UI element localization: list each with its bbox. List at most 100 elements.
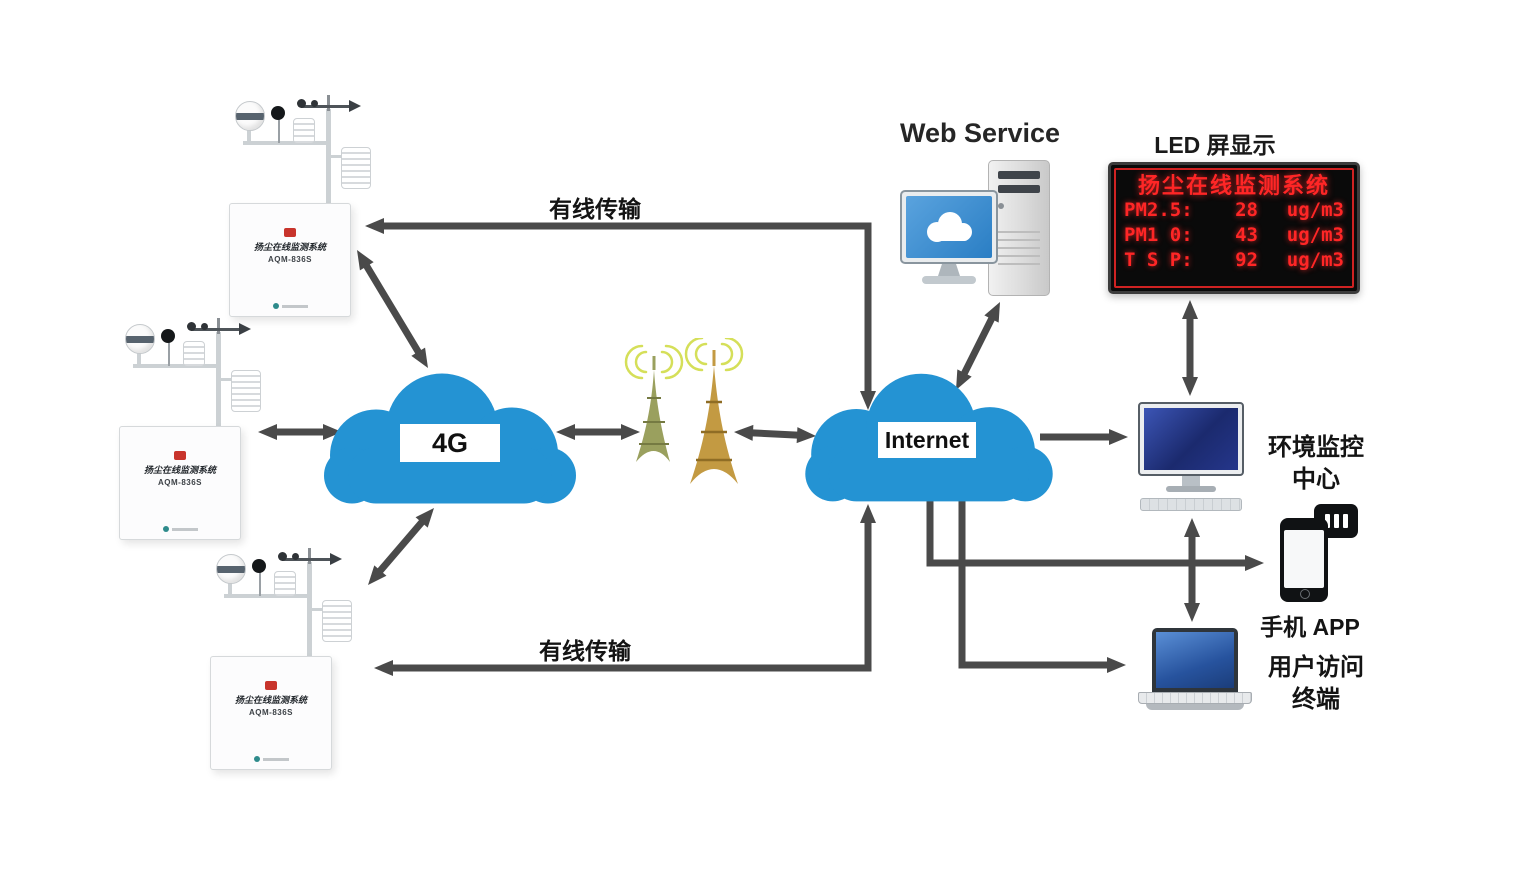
server-vent [998,231,1040,233]
footer-logo-icon [253,756,260,762]
noise-sensor-icon [271,106,285,120]
footer-bar [262,757,289,761]
server-vent [998,239,1040,241]
desktop-monitor-icon [1138,402,1244,476]
camera-lens [236,113,264,120]
led-metric-value: 92 [1235,249,1258,272]
anemometer-arm [301,105,355,108]
monitor-stand [1182,476,1200,486]
radiation-shield-small-icon [183,341,205,367]
side-arm [329,155,343,158]
mount-arm [224,594,310,598]
led-metric-name: PM1 0: [1124,224,1193,247]
keyboard-icon [1140,498,1242,511]
station-title: 扬尘在线监测系统 [143,465,216,475]
led-screen: 扬尘在线监测系统 PM2.5: 28 ug/m3 PM1 0: 43 ug/m3… [1114,168,1354,288]
led-metric-name: T S P: [1124,249,1193,272]
monitoring-center-label-line2: 中心 [1292,466,1340,494]
laptop-icon [1152,628,1238,692]
monitoring-station-3: 扬尘在线监测系统 AQM-836S [196,538,356,773]
anemometer-cup-icon [278,552,287,561]
sensor-stub [308,548,311,564]
footer-logo-icon [272,303,279,309]
station-model: AQM-836S [267,254,312,264]
mount-arm [243,141,329,145]
smartphone-icon [1280,518,1328,602]
cloud-icon [927,212,972,242]
sensor-pole [259,572,261,596]
ptz-camera-icon [216,554,246,584]
anemometer-arm [282,558,336,561]
mount-arm [133,364,219,368]
monitor-stand [938,264,960,276]
led-row: PM2.5: 28 ug/m3 [1124,198,1344,223]
mast-pole [307,562,312,658]
wind-vane-icon [349,100,361,112]
radiation-shield-large-icon [322,600,352,642]
led-header-text: 扬尘在线监测系统 [1137,173,1330,198]
camera-lens [217,566,245,573]
anemometer-arm [191,328,245,331]
phone-app-label: 手机 APP [1260,614,1360,640]
phone-screen [1284,530,1324,588]
footer-bar [281,304,308,308]
cabinet-footer [211,756,331,762]
station-cabinet: 扬尘在线监测系统 AQM-836S [210,656,332,770]
monitoring-station-2: 扬尘在线监测系统 AQM-836S [105,308,265,543]
user-terminal-label: 用户访问 终端 [1256,652,1376,717]
brand-logo-icon [284,228,296,237]
desktop-monitor-icon [900,190,998,264]
footer-logo-icon [162,526,169,532]
monitor-base [1166,486,1216,492]
ptz-camera-icon [235,101,265,131]
anemometer-cup-icon [311,100,318,107]
laptop-screen [1156,632,1234,688]
mast-pole [326,109,331,205]
side-arm [219,378,233,381]
footer-bar [171,527,198,531]
wind-vane-icon [330,553,342,565]
noise-sensor-icon [252,559,266,573]
sensor-pole [168,342,170,366]
web-service-node [900,158,1058,306]
radiation-shield-small-icon [274,571,296,597]
user-terminal-label-line1: 用户访问 [1268,654,1364,681]
user-terminal-node [1138,628,1252,724]
monitoring-center-computer [1138,402,1248,516]
anemometer-cup-icon [187,322,196,331]
laptop-base [1146,704,1244,710]
server-vent [998,247,1040,249]
wired-transmission-label-bottom: 有线传输 [539,638,631,664]
sensor-pole [278,119,280,143]
home-button-icon [1300,589,1310,599]
station-title: 扬尘在线监测系统 [253,242,326,252]
signal-waves-icon [624,338,744,380]
radiation-shield-large-icon [231,370,261,412]
station-model: AQM-836S [157,477,202,487]
phone-app-node [1280,504,1358,604]
camera-lens [126,336,154,343]
led-metric-unit: ug/m3 [1286,249,1344,272]
brand-logo-icon [265,681,277,690]
mast-pole [216,332,221,428]
monitoring-center-label: 环境监控 中心 [1256,432,1376,497]
led-row: PM1 0: 43 ug/m3 [1124,223,1344,248]
brand-logo-icon [174,451,186,460]
station-title: 扬尘在线监测系统 [234,695,307,705]
signal-towers-icon [624,338,744,484]
anemometer-cup-icon [292,553,299,560]
ptz-camera-icon [125,324,155,354]
station-cabinet: 扬尘在线监测系统 AQM-836S [229,203,351,317]
radiation-shield-large-icon [341,147,371,189]
side-arm [310,608,324,611]
wired-transmission-label-top: 有线传输 [549,196,641,222]
led-metric-unit: ug/m3 [1286,224,1344,247]
monitor-screen [1144,408,1238,470]
monitoring-center-label-line1: 环境监控 [1268,434,1364,461]
server-vent [998,263,1040,265]
sensor-stub [327,95,330,111]
wind-vane-icon [239,323,251,335]
cabinet-footer [230,303,350,309]
